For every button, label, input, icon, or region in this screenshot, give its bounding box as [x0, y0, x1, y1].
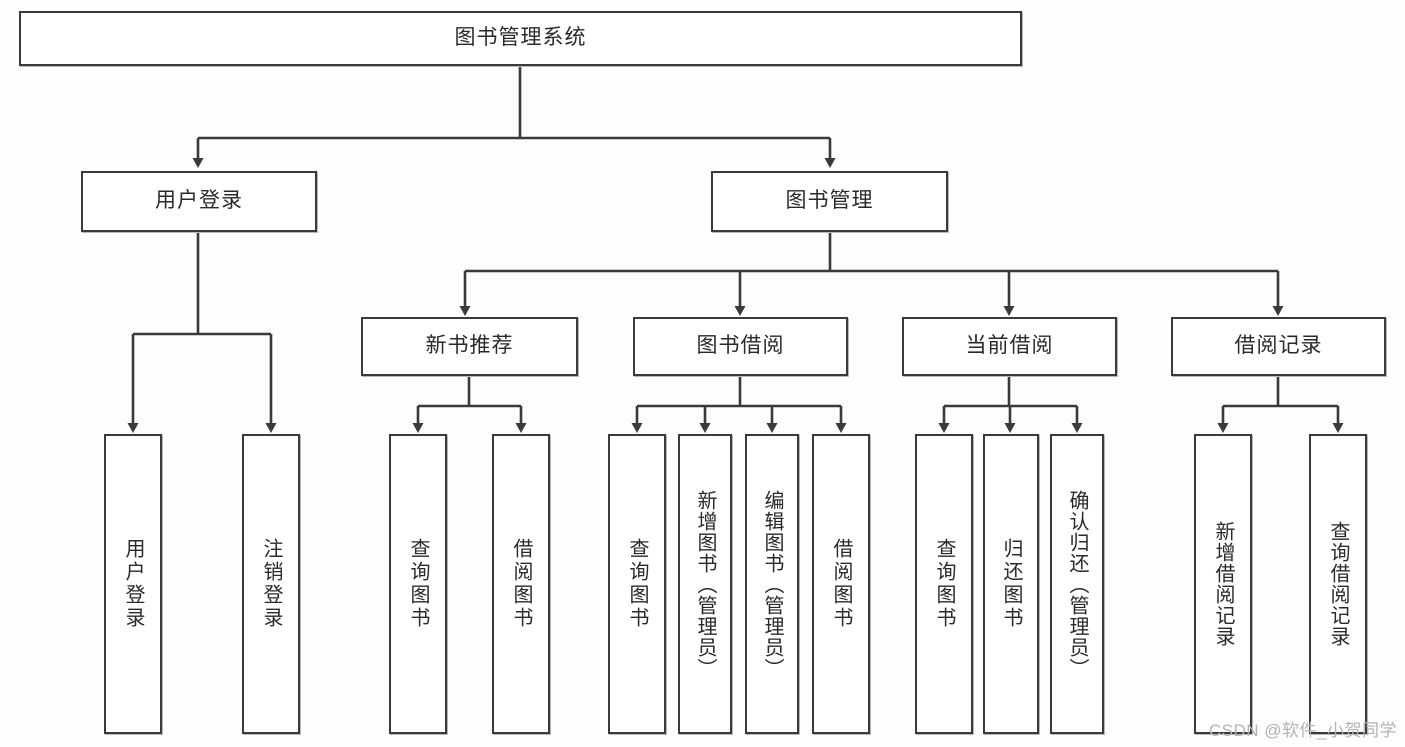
node-label: 用户登录	[122, 538, 144, 630]
node-label: 编辑图书（管理员）	[761, 489, 783, 679]
node-new-book-recommend[interactable]: 新书推荐	[361, 317, 578, 376]
node-label: 查询借阅记录	[1327, 521, 1349, 647]
node-label: 图书管理系统	[454, 26, 587, 50]
node-current-borrow[interactable]: 当前借阅	[902, 317, 1117, 376]
leaf-record-query-record[interactable]: 查询借阅记录	[1309, 434, 1367, 734]
node-label: 借阅图书	[830, 538, 852, 630]
node-label: 当前借阅	[965, 334, 1054, 358]
leaf-borrow-add-book-admin[interactable]: 新增图书（管理员）	[678, 434, 732, 734]
node-label: 新书推荐	[425, 334, 514, 358]
node-label: 新增借阅记录	[1212, 521, 1234, 647]
leaf-user-login-login[interactable]: 用户登录	[104, 434, 162, 734]
node-label: 借阅图书	[510, 538, 532, 630]
node-label: 确认归还（管理员）	[1066, 489, 1088, 679]
node-user-login[interactable]: 用户登录	[81, 171, 317, 232]
node-label: 新增图书（管理员）	[694, 489, 716, 679]
csdn-watermark: CSDN @软件_小贺同学	[1208, 721, 1397, 740]
node-label: 借阅记录	[1234, 334, 1323, 358]
node-book-management[interactable]: 图书管理	[711, 171, 948, 232]
leaf-current-confirm-return-admin[interactable]: 确认归还（管理员）	[1050, 434, 1104, 734]
node-label: 用户登录	[155, 189, 243, 213]
leaf-recommend-borrow-book[interactable]: 借阅图书	[492, 434, 550, 734]
node-label: 查询图书	[407, 538, 429, 630]
leaf-borrow-edit-book-admin[interactable]: 编辑图书（管理员）	[745, 434, 799, 734]
leaf-current-return-book[interactable]: 归还图书	[983, 434, 1039, 734]
node-root-system[interactable]: 图书管理系统	[19, 11, 1022, 66]
node-label: 查询图书	[626, 538, 648, 630]
leaf-recommend-query-book[interactable]: 查询图书	[389, 434, 447, 734]
leaf-record-add-record[interactable]: 新增借阅记录	[1194, 434, 1252, 734]
leaf-borrow-query-book[interactable]: 查询图书	[608, 434, 666, 734]
leaf-borrow-borrow-book[interactable]: 借阅图书	[812, 434, 870, 734]
node-label: 图书管理	[785, 189, 874, 213]
node-book-borrow[interactable]: 图书借阅	[633, 317, 848, 376]
leaf-current-query-book[interactable]: 查询图书	[915, 434, 973, 734]
leaf-user-login-logout[interactable]: 注销登录	[242, 434, 300, 734]
node-label: 图书借阅	[696, 334, 785, 358]
node-label: 归还图书	[1000, 538, 1022, 630]
node-borrow-record[interactable]: 借阅记录	[1171, 317, 1386, 376]
node-label: 查询图书	[933, 538, 955, 630]
node-label: 注销登录	[260, 538, 282, 630]
